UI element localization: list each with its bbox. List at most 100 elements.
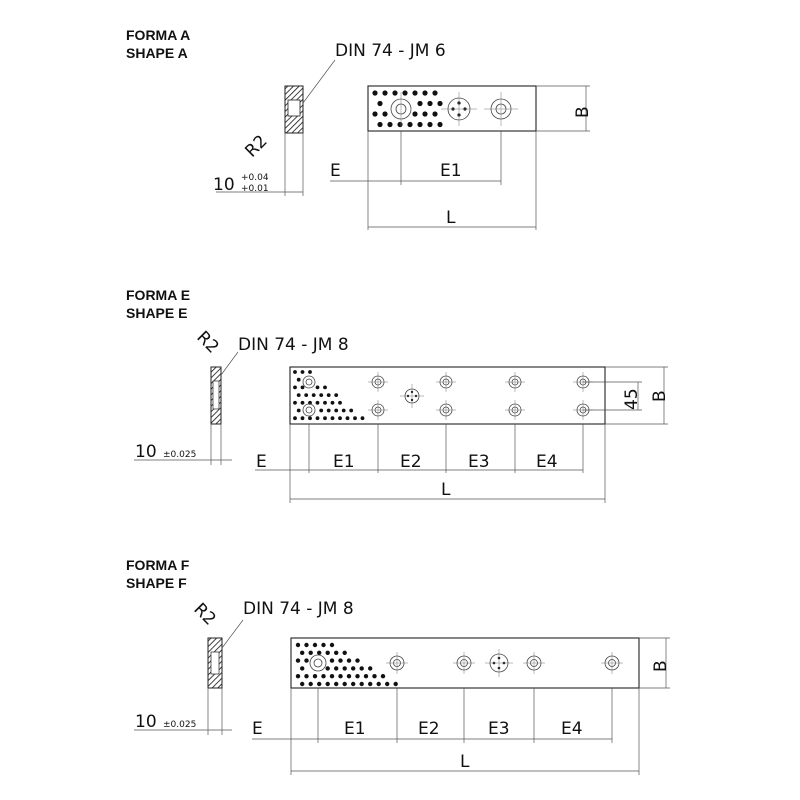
lubrication-dot [334,650,339,655]
lubrication-dot [325,650,330,655]
shape-f-section: FORMA F SHAPE F DIN 74 - JM 8 R2 10 ±0.0… [126,557,671,775]
lubrication-dot [304,642,309,648]
lubrication-dot [308,416,312,421]
lubrication-dot [308,681,313,687]
shape-e-title-en: SHAPE E [126,305,187,321]
mounting-hole [523,652,545,674]
lubrication-dot [296,408,301,413]
lubrication-dot [368,681,373,687]
lubrication-dot [317,681,322,687]
lubrication-dot [393,681,398,687]
lubrication-dot [293,416,297,421]
shape-a-side-view [216,59,336,196]
lubrication-dot [312,642,318,648]
shape-e-dim-e2: E2 [400,452,422,472]
lubrication-dot [325,666,330,671]
shape-e-title-it: FORMA E [126,287,190,303]
shape-e-dim-l: L [441,480,451,500]
lubrication-dot [382,90,388,96]
shape-a-dim-b: B [573,106,593,118]
shape-e-dim-e3: E3 [468,452,490,472]
lubrication-dot [315,416,320,421]
shape-f-thickness: 10 [135,712,157,732]
lubrication-dot [412,90,418,96]
shape-a-radius-label: R2 [241,131,271,161]
mounting-hole [436,400,456,420]
lubrication-dot [349,408,354,413]
lubrication-dot [392,90,398,96]
lubrication-dot [329,674,335,679]
mounting-hole [436,372,456,392]
lubrication-dot [326,393,331,397]
lubrication-dot [304,674,309,679]
lubrication-dot [338,400,342,405]
lubrication-dot [317,650,322,655]
shape-e-section: FORMA E SHAPE E DIN 74 - JM 8 R2 10 ±0.0… [126,287,670,503]
lubrication-dot [342,681,347,687]
lubrication-dot [342,650,347,655]
shape-e-dim-e1: E1 [333,452,355,472]
lubrication-dot [300,681,305,687]
lubrication-dot [300,370,305,374]
lubrication-dot [355,674,360,679]
lubrication-dot [359,681,364,687]
lubrication-dot [422,111,428,117]
lubrication-dot [315,400,320,405]
lubrication-dot [323,416,327,421]
shape-e-dim-45: 45 [622,388,642,410]
mounting-hole [505,400,525,420]
lubrication-dot [417,100,423,107]
shape-e-dim-e: E [256,452,267,472]
mounting-hole [505,372,525,392]
shape-e-thickness: 10 [135,442,157,462]
lubrication-dot [329,658,335,663]
lubrication-dot [355,658,360,663]
shape-a-tol-upper: +0.04 [241,173,269,183]
lubrication-dot [372,111,378,117]
mounting-hole [368,372,388,392]
lubrication-dot [330,416,335,421]
lubrication-dot [360,416,365,421]
shape-e-dim-e4: E4 [536,452,558,472]
lubrication-dot [351,681,356,687]
shape-a-dim-e1: E1 [440,161,462,181]
lubrication-dot [437,121,443,128]
lubrication-dot [321,642,326,648]
shape-a-dim-e: E [330,161,341,181]
shape-a-thickness: 10 [213,175,235,195]
lubrication-dot [437,100,443,107]
shape-a-din-label: DIN 74 - JM 6 [335,41,446,61]
lubrication-dot [385,681,390,687]
lubrication-dot [296,393,301,397]
lubrication-dot [380,674,386,679]
lubrication-dot [300,416,305,421]
lubrication-dot [427,100,433,107]
shape-f-dim-l: L [460,752,470,772]
lubrication-dot [387,121,393,128]
lubrication-dot [432,111,438,117]
shape-e-dimensions [255,366,668,503]
shape-a-dim-l: L [446,208,456,228]
lubrication-dot [346,674,352,679]
lubrication-dot [295,658,301,663]
lubrication-dot [417,121,423,128]
lubrication-dot [412,111,418,117]
shape-f-dim-e1: E1 [344,719,366,739]
shape-f-plate [290,637,640,689]
lubrication-dot [293,370,297,374]
lubrication-dot [325,681,330,687]
lubrication-dot [363,674,369,679]
shape-f-radius-label: R2 [189,599,219,629]
lubrication-dot [304,393,309,397]
lubrication-dot [304,658,309,663]
mounting-hole [601,652,623,674]
shape-a-plate [367,85,537,132]
shape-a-tol-lower: +0.01 [241,184,269,194]
lubrication-dot [334,681,339,687]
lubrication-dot [300,666,305,671]
shape-a-dimensions [330,85,590,230]
shape-a-title-it: FORMA A [126,27,190,43]
shape-a-section: FORMA A SHAPE A DIN 74 - JM 6 R2 10 +0.0… [126,27,593,230]
lubrication-dot [326,408,331,413]
